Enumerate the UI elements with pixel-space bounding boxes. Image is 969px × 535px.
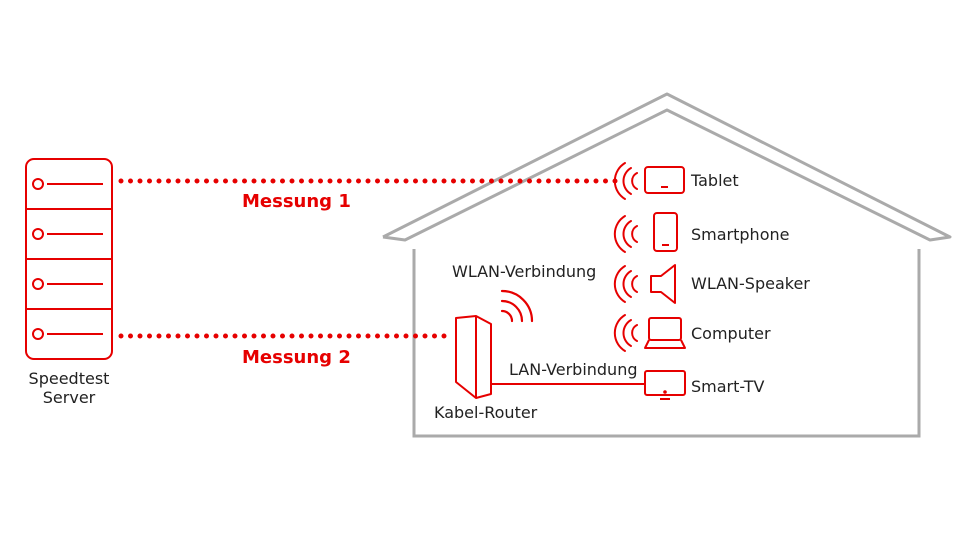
lan-connection-label: LAN-Verbindung — [509, 360, 638, 379]
device-label-tv: Smart-TV — [691, 377, 765, 396]
speaker-icon — [650, 264, 676, 304]
smartphone-wifi-waves-icon — [613, 215, 638, 253]
device-label-computer: Computer — [691, 324, 771, 343]
router-label: Kabel-Router — [434, 403, 538, 422]
device-label-tablet: Tablet — [691, 171, 739, 190]
house-outline — [382, 92, 952, 438]
measurement-2-label: Messung 2 — [242, 347, 351, 368]
device-label-speaker: WLAN-Speaker — [691, 274, 810, 293]
server-label-line2: Server — [42, 388, 96, 407]
tablet-icon — [644, 166, 685, 194]
speaker-wifi-waves-icon — [613, 265, 638, 303]
server-label: Speedtest Server — [14, 369, 124, 407]
wlan-connection-label: WLAN-Verbindung — [452, 262, 597, 281]
router-icon — [455, 315, 492, 399]
smartphone-icon — [653, 212, 678, 252]
server-rack-icon — [25, 158, 113, 360]
tv-icon — [644, 370, 686, 400]
computer-wifi-waves-icon — [613, 314, 638, 352]
device-wifi-waves — [613, 162, 638, 352]
router-wifi-waves-icon — [500, 289, 534, 323]
device-label-smartphone: Smartphone — [691, 225, 790, 244]
measurement-1-label: Messung 1 — [242, 191, 351, 212]
server-label-line1: Speedtest — [28, 369, 110, 388]
laptop-icon — [644, 317, 686, 349]
tablet-wifi-waves-icon — [613, 162, 638, 200]
